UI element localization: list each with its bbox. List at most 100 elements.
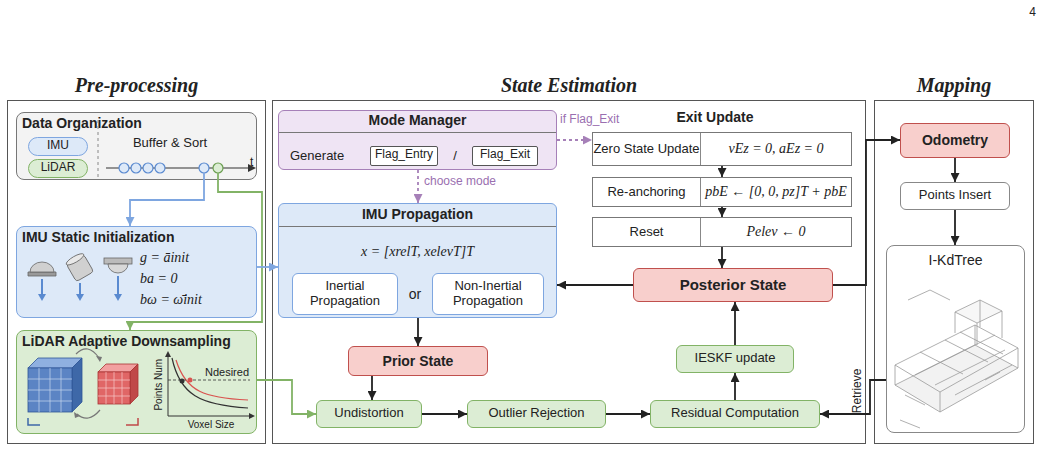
panel-frame: MappingOdometryPoints InsertI-KdTree	[874, 100, 1034, 444]
node-text: Non-Inertial Propagation	[432, 279, 544, 309]
node-text: vEz = 0, aEz = 0	[701, 133, 851, 165]
voxel-cube	[28, 368, 72, 412]
map-wireframe	[955, 300, 1002, 345]
sensor-icon	[28, 272, 56, 276]
panel-frame: Pre-processingData OrganizationBuffer & …	[7, 100, 266, 444]
node-text: Odometry	[900, 132, 1010, 148]
process-box: Undistortion	[316, 400, 422, 428]
process-box: Mode ManagerGenerate/Flag_EntryFlag_Exit	[278, 110, 557, 170]
connector-arrow	[130, 180, 262, 330]
node-text: Points Insert	[900, 188, 1010, 203]
voxel-cube	[130, 364, 138, 404]
connector-arrow	[954, 158, 956, 182]
voxel-cube	[72, 358, 82, 412]
downsampling-chart	[165, 351, 171, 357]
map-wireframe	[895, 345, 1018, 412]
sensor-pill: LiDAR	[28, 159, 88, 178]
voxel-cube	[98, 372, 130, 404]
state-box: Posterior State	[633, 268, 833, 302]
map-wireframe	[895, 325, 1018, 392]
node-text: Flag_Entry	[370, 148, 438, 162]
connector-arrow	[422, 413, 467, 415]
process-box: IMU Propagationx = [xrelT, xelevT]TorIne…	[278, 203, 557, 318]
node-text: Pelev ← 0	[701, 218, 851, 246]
connector-arrow	[417, 318, 419, 346]
node-text: Posterior State	[633, 276, 833, 293]
node-text: Generate	[290, 149, 360, 164]
connector-arrow	[833, 140, 900, 285]
node-text: x = [xrelT, xelevT]T	[278, 244, 557, 260]
process-box: IESKF update	[676, 345, 794, 373]
node-text: IMU	[28, 139, 88, 153]
connector-arrow	[820, 380, 886, 414]
node-text: g = āinit	[140, 250, 255, 266]
node-text: /	[438, 149, 472, 164]
connector-arrow	[721, 166, 723, 177]
connector-arrow	[557, 284, 633, 286]
map-wireframe	[955, 300, 1002, 323]
voxel-cube	[77, 410, 100, 418]
node-text: LiDAR Adaptive Downsampling	[22, 333, 252, 349]
connector-arrow	[130, 180, 204, 226]
timeline	[155, 163, 165, 173]
node-text: Reset	[593, 218, 701, 246]
text-label: 4	[1010, 6, 1036, 20]
timeline	[98, 120, 256, 180]
connector-arrow	[954, 210, 956, 245]
node-text: Pre-processing	[7, 74, 266, 97]
flag-box: Flag_Entry	[370, 146, 438, 166]
voxel-cube	[98, 372, 130, 404]
timeline	[98, 120, 99, 177]
timeline	[131, 163, 141, 173]
voxel-cube	[28, 368, 72, 412]
sensor-icon	[104, 258, 132, 264]
node-text: Zero State Update	[593, 133, 701, 165]
state-box: Odometry	[900, 123, 1010, 158]
sensor-icon	[114, 294, 122, 301]
timeline	[199, 163, 209, 173]
downsampling-chart	[168, 380, 250, 381]
flag-box: Flag_Exit	[472, 146, 538, 166]
sensor-icon	[65, 252, 85, 267]
panel-frame: State EstimationMode ManagerGenerate/Fla…	[272, 100, 866, 444]
timeline	[248, 164, 256, 172]
node-text: IMU Static Initialization	[22, 229, 252, 245]
sensor-pill: IMU	[28, 137, 88, 156]
sensor-icon	[65, 252, 94, 282]
node-text: Inertial Propagation	[292, 279, 398, 309]
downsampling-chart	[172, 358, 248, 408]
voxel-cube	[98, 364, 138, 372]
process-box: Outlier Rejection	[467, 400, 606, 428]
connector-arrow	[557, 139, 592, 141]
voxel-cube	[96, 356, 102, 362]
step-row: ResetPelev ← 0	[592, 217, 852, 247]
mode-box: Inertial Propagation	[292, 273, 398, 315]
downsampling-chart	[165, 351, 255, 419]
downsampling-chart	[188, 378, 193, 383]
connector-arrow	[257, 380, 316, 414]
sensor-icon	[117, 276, 119, 294]
voxel-cube	[74, 412, 80, 418]
connector-arrow	[734, 302, 736, 345]
connector-arrow	[417, 170, 419, 203]
node-text: Residual Computation	[650, 406, 820, 421]
node-text: Prior State	[348, 353, 488, 369]
voxel-cube	[28, 418, 40, 425]
sensor-icon	[28, 252, 132, 301]
timeline	[143, 163, 153, 173]
node-text: Buffer & Sort	[110, 136, 230, 151]
mode-box: Non-Inertial Propagation	[432, 273, 544, 315]
timeline	[217, 173, 219, 180]
process-box: Residual Computation	[650, 400, 820, 428]
node-text: Undistortion	[316, 406, 422, 421]
node-text: bω = ω̄init	[140, 292, 255, 308]
timeline	[213, 163, 223, 173]
node-text: LiDAR	[28, 161, 88, 175]
voxel-cube	[28, 358, 82, 368]
timeline	[119, 163, 129, 173]
sensor-icon	[30, 262, 54, 272]
node-text: ba = 0	[140, 271, 255, 287]
node-text: I-KdTree	[886, 252, 1025, 268]
connector-arrow	[371, 376, 373, 400]
